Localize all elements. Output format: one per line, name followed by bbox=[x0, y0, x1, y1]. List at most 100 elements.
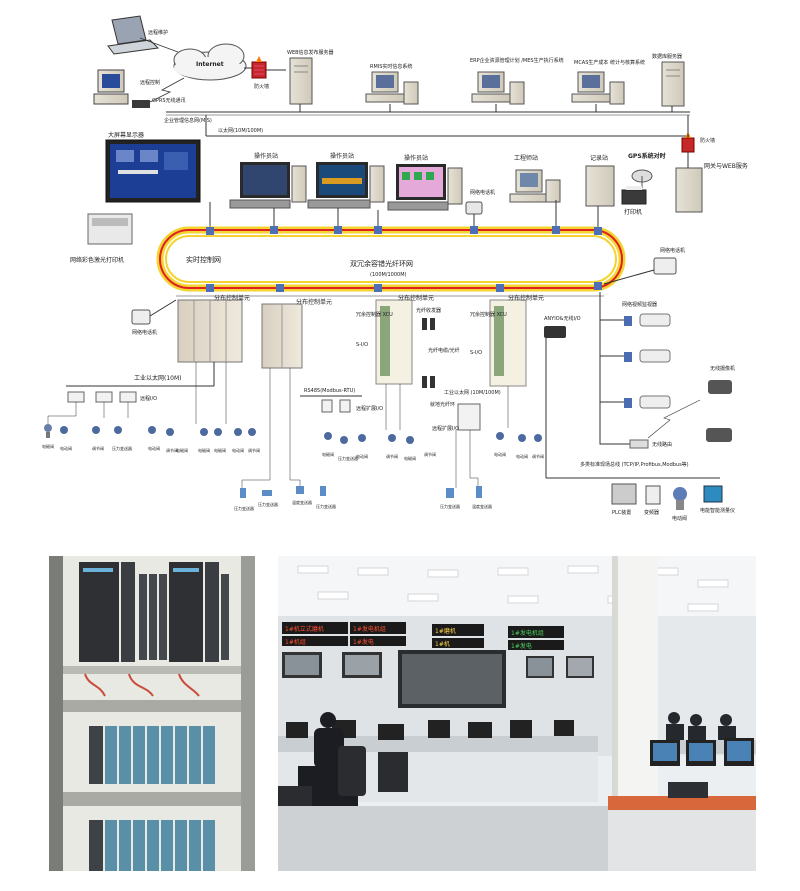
mcas-workstation bbox=[571, 71, 625, 105]
video-wall bbox=[282, 650, 594, 708]
dcu-cabinet-2 bbox=[261, 303, 303, 369]
erp-label: ERP企业资源管理计划 /MES生产执行系统 bbox=[470, 57, 564, 64]
s-io-2-label: S-I/O bbox=[470, 350, 482, 356]
electric-valve-label: 电动阀 bbox=[672, 515, 687, 522]
transmitter-label: 压力变送器 bbox=[258, 501, 278, 507]
transmitter-label: 压力变送器 bbox=[234, 505, 254, 511]
device-label: 调节阀 bbox=[248, 447, 260, 453]
remote-maintenance-label: 远程维护 bbox=[148, 29, 168, 36]
wireless-router-label: 无线路由 bbox=[652, 441, 672, 448]
onsite-fiber-label: 就地光纤环 bbox=[430, 401, 455, 408]
power-meter-label: 电能智能测量仪 bbox=[700, 507, 735, 514]
network-phone-left-icon bbox=[131, 309, 151, 325]
inverter-label: 变频器 bbox=[644, 509, 659, 516]
electric-valve-icon bbox=[673, 487, 687, 510]
control-cabinet-photo bbox=[49, 556, 255, 871]
device-label: 调节阀 bbox=[532, 453, 544, 459]
operator-station-1-label: 操作员站 bbox=[254, 152, 278, 160]
led-text: 1#发电机组 bbox=[511, 629, 544, 637]
gateway-label: 网关与WEB服务 bbox=[704, 162, 748, 170]
realtime-net-label: 实时控制网 bbox=[186, 255, 221, 264]
printer-icon bbox=[621, 186, 647, 205]
s-io-1-label: S-I/O bbox=[356, 342, 368, 348]
remote-io-module bbox=[67, 391, 137, 403]
mis-net-label: 企业管理信息网(MIS) bbox=[164, 117, 212, 124]
ring-title-label: 双冗余容错光纤环网 bbox=[350, 259, 413, 268]
firewall-icon bbox=[251, 56, 267, 79]
big-screen-display bbox=[105, 139, 201, 203]
historian-label: 记录站 bbox=[590, 154, 608, 162]
dcu-rack-3 bbox=[375, 299, 413, 385]
operator-station-2-label: 操作员站 bbox=[330, 152, 354, 160]
device-label: 电动阀 bbox=[60, 445, 72, 451]
rmis-workstation bbox=[365, 71, 419, 105]
led-text: 1#机立式磨机 bbox=[285, 625, 324, 633]
control-room-photo: 1#机立式磨机 1#发电机组 1#磨机 1#发电机组 1#机组 1#发电 1#机… bbox=[278, 556, 756, 871]
device-label: 电动阀 bbox=[516, 453, 528, 459]
internet-label: Internet bbox=[196, 61, 224, 68]
gps-dish-icon bbox=[631, 169, 653, 188]
inverter-icon bbox=[645, 485, 661, 505]
anyio-label: ANYIO&无线I/O bbox=[544, 315, 581, 322]
fiber-transceiver-icon bbox=[422, 318, 435, 388]
led-text: 1#发电 bbox=[353, 638, 374, 646]
gps-label: GPS系统对时 bbox=[628, 152, 666, 160]
rmis-label: RMIS实时信息系统 bbox=[370, 63, 412, 70]
gprs-label: GPRS无线通讯 bbox=[152, 97, 186, 104]
engineer-station-label: 工程师站 bbox=[514, 154, 538, 162]
device-label: 电动阀 bbox=[356, 453, 368, 459]
device-label: 电磁阀 bbox=[42, 443, 54, 449]
device-label: 电磁阀 bbox=[214, 447, 226, 453]
device-label: 电磁阀 bbox=[322, 451, 334, 457]
field-device-icons bbox=[44, 424, 542, 444]
network-architecture-diagram: 远程维护 Internet 远程控制 GPRS无线通讯 防火墙 WEB信息发布服… bbox=[42, 15, 748, 522]
device-label: 电磁阀 bbox=[198, 447, 210, 453]
remote-io-1-label: 远程I/O bbox=[140, 395, 157, 402]
device-label: 电磁阀 bbox=[176, 447, 188, 453]
dcu-4-label: 分布控制单元 bbox=[508, 294, 544, 302]
led-text: 1#机组 bbox=[285, 638, 306, 646]
ring-speed-label: (100M/1000M) bbox=[370, 272, 407, 278]
firewall-right-icon bbox=[681, 132, 695, 153]
dcu-3-label: 分布控制单元 bbox=[398, 294, 434, 302]
network-phone-right-label: 网络电话机 bbox=[660, 247, 685, 254]
network-phone-top-label: 网络电话机 bbox=[470, 189, 495, 196]
wireless-cam-label: 无线摄像机 bbox=[710, 365, 735, 372]
historian-server bbox=[585, 165, 615, 207]
power-meter-icon bbox=[703, 485, 723, 503]
erp-workstation bbox=[471, 71, 525, 105]
ethernet-label: 以太网(10M/100M) bbox=[218, 127, 263, 134]
mcas-label: MCAS生产成本 统计与核算系统 bbox=[574, 59, 645, 66]
db-server-label: 数据库服务器 bbox=[652, 53, 682, 60]
network-camera-icon bbox=[624, 313, 671, 409]
operator-station-3-label: 操作员站 bbox=[404, 154, 428, 162]
transmitter-label: 压力变送器 bbox=[316, 503, 336, 509]
device-label: 压力变送器 bbox=[338, 455, 358, 461]
device-label: 调节阀 bbox=[92, 445, 104, 451]
internet-cloud-icon bbox=[173, 43, 247, 81]
color-printer-label: 网络彩色激光打印机 bbox=[70, 256, 124, 264]
device-label: 电磁阀 bbox=[404, 455, 416, 461]
fiber-cable-label: 光纤电缆/光纤 bbox=[428, 347, 460, 354]
ring-switches bbox=[206, 226, 602, 292]
redundant-ctrl-1-label: 冗余控制器 XCU bbox=[356, 311, 393, 318]
dcu-2-label: 分布控制单元 bbox=[296, 298, 332, 306]
transmitter-label: 温度变送器 bbox=[292, 499, 312, 505]
device-label: 调节阀 bbox=[166, 447, 178, 453]
industrial-ethernet-2-label: 工业以太网 (10M/100M) bbox=[444, 389, 501, 396]
device-label: 电动阀 bbox=[494, 451, 506, 457]
transmitter-label: 温度变送器 bbox=[472, 503, 492, 509]
anyio-module-icon bbox=[544, 326, 566, 338]
device-label: 压力变送器 bbox=[112, 445, 132, 451]
transmitter-label: 压力变送器 bbox=[440, 503, 460, 509]
operator-station-3 bbox=[387, 164, 463, 211]
dcu-cabinet-1 bbox=[177, 299, 243, 363]
wireless-camera-icon bbox=[706, 380, 732, 442]
web-server bbox=[289, 57, 313, 105]
color-laser-printer bbox=[87, 213, 133, 245]
remote-io-2-label: 远程扩展I/O bbox=[356, 405, 383, 412]
dcu-1-label: 分布控制单元 bbox=[214, 294, 250, 302]
redundant-ctrl-2-label: 冗余控制器 XCU bbox=[470, 311, 507, 318]
remote-io-3-label: 远程扩展I/O bbox=[432, 425, 459, 432]
remote-expansion-io-2 bbox=[457, 403, 481, 431]
